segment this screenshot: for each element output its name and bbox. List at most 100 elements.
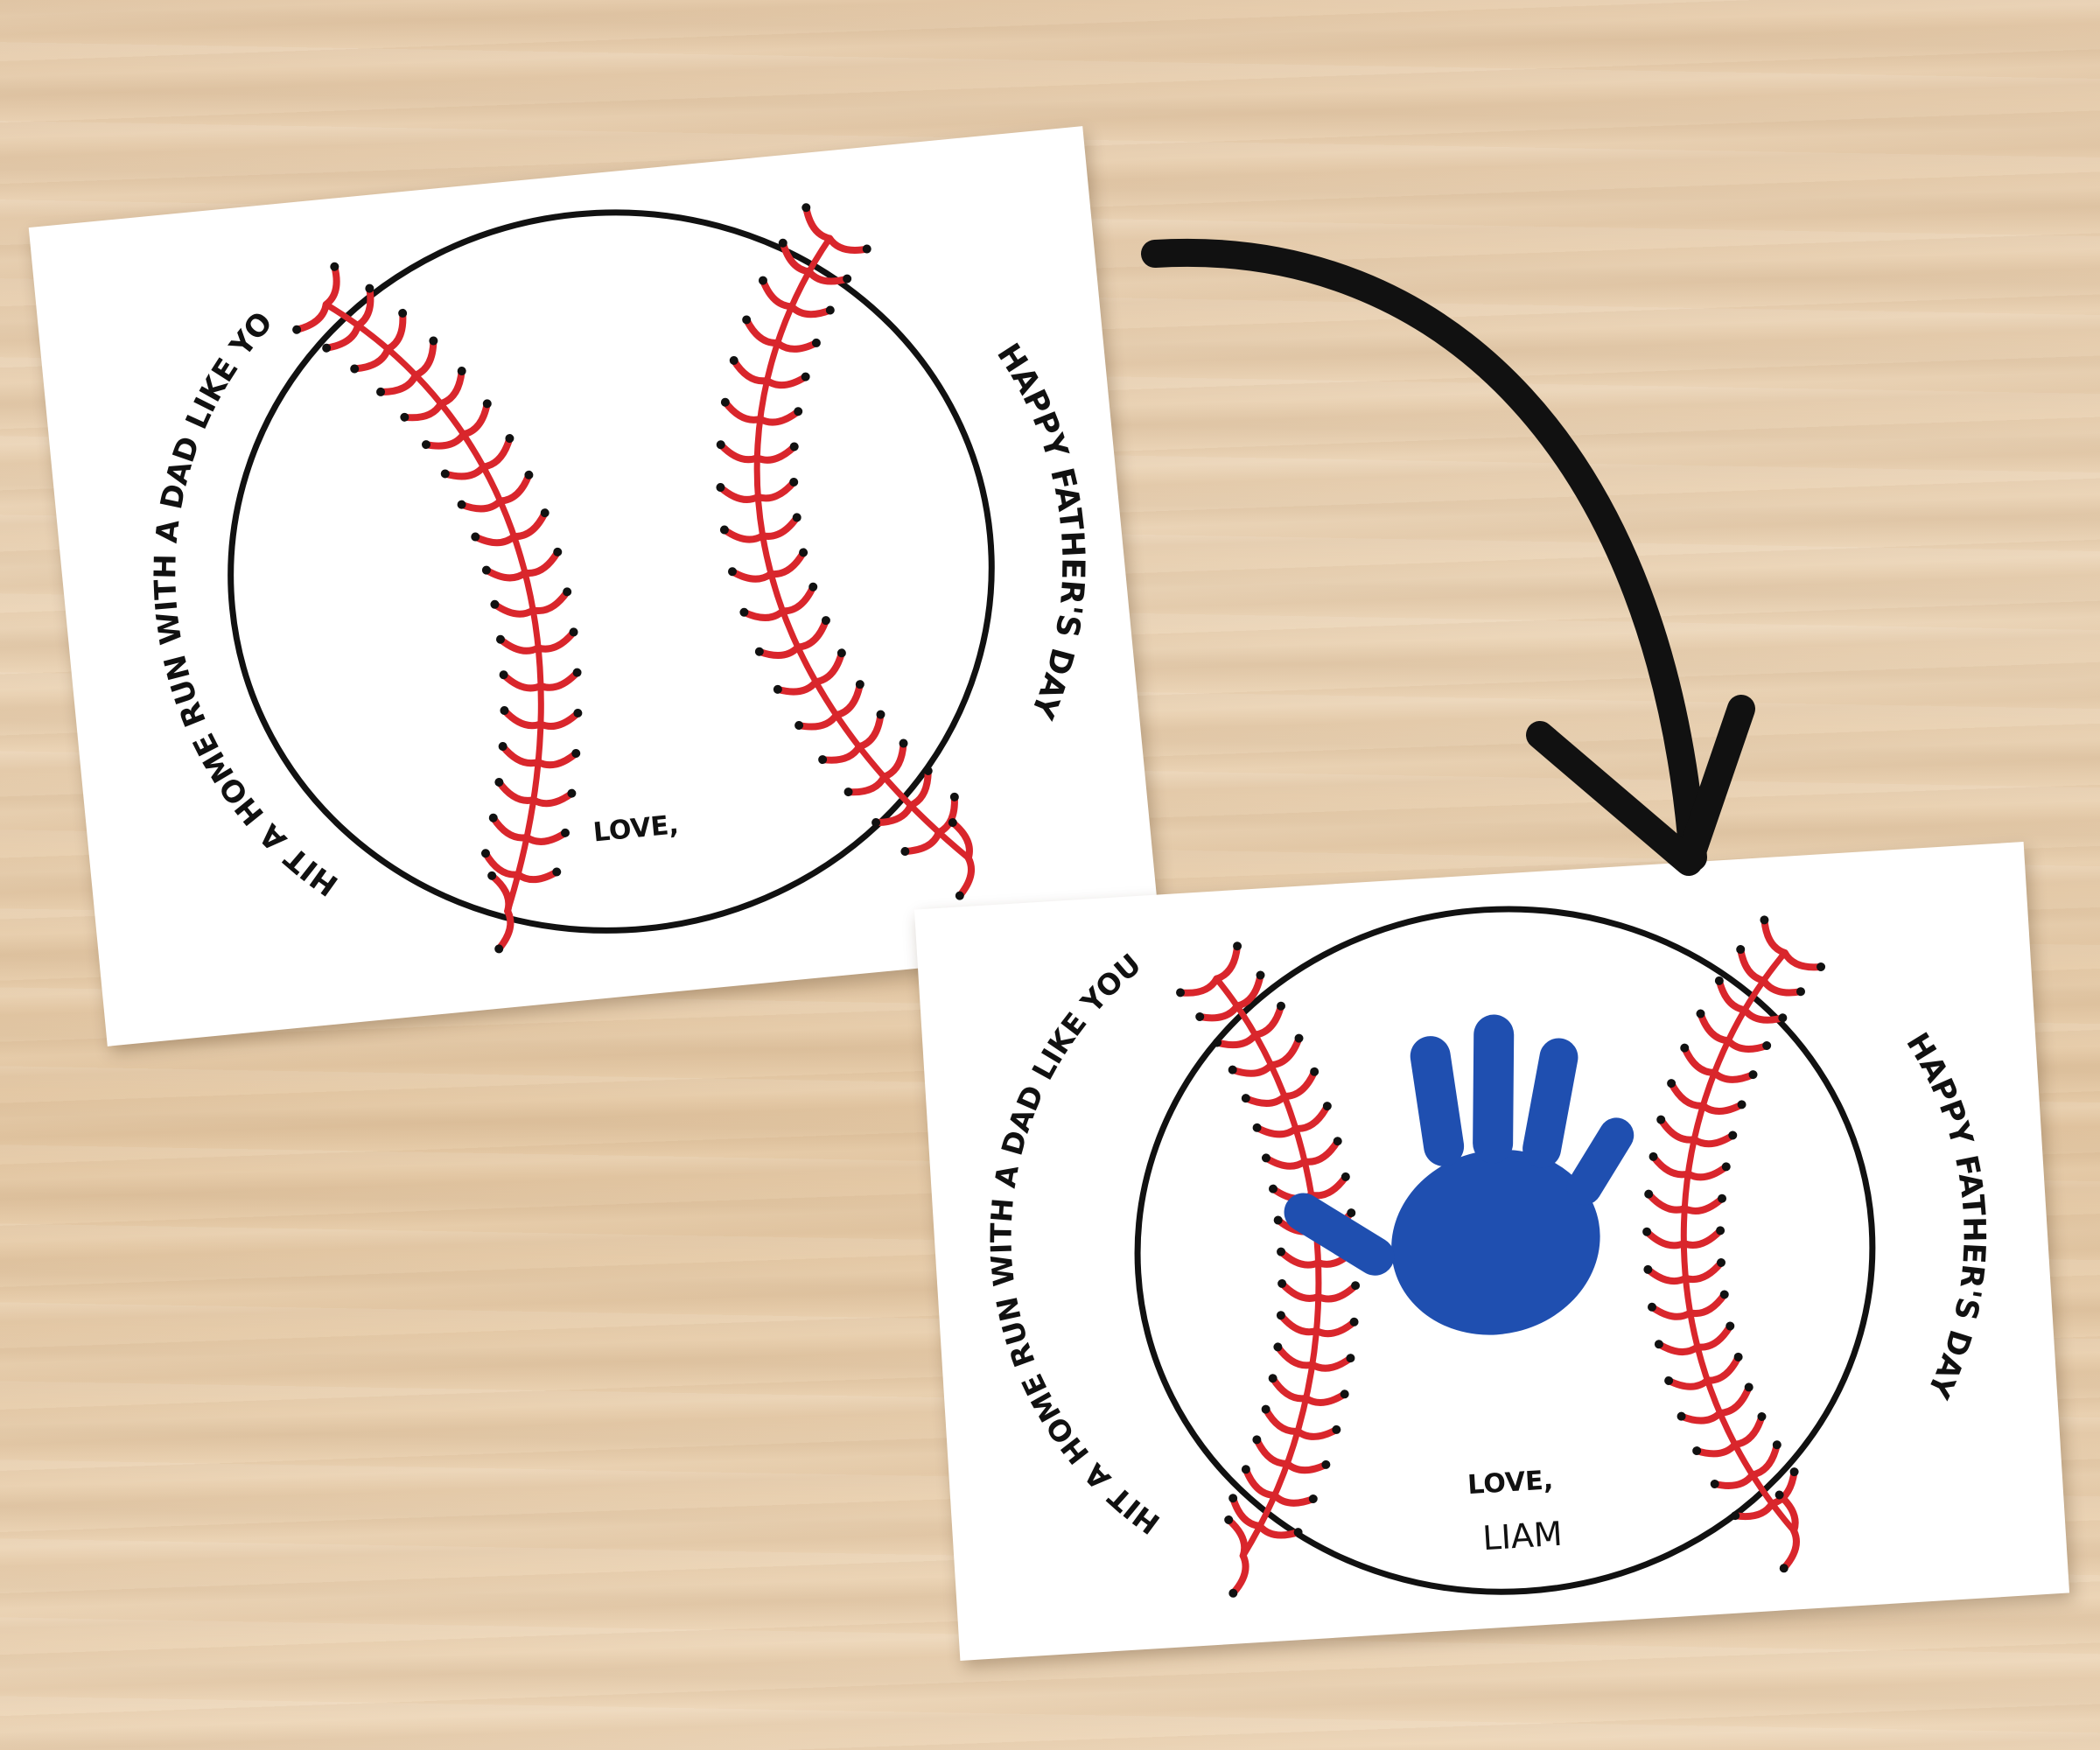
stitch-hole [482,399,492,409]
stitch-hole [505,434,514,444]
stitch-hole [292,325,302,334]
stitch-hole [1789,1467,1799,1477]
stitch-hole [1228,1588,1238,1598]
stitch-hole [1772,1440,1782,1450]
stitch-hole [560,828,570,837]
stitch-hole [1346,1354,1355,1363]
baseball-outline [228,209,995,934]
stitch-hole [563,587,572,597]
handprint [1284,1014,1634,1335]
stitch-hole [1273,1215,1283,1225]
stitch-hole [802,203,811,213]
stitch-hole [567,788,577,798]
stitch-hole [1816,962,1826,971]
stitch-hole [758,276,767,285]
stitch-hole [571,748,581,758]
stitch-hole [350,364,360,374]
stitch-hole [799,548,808,557]
seam-line [324,301,544,913]
stitch-hole [1718,1194,1727,1203]
stitch-hole [400,412,410,422]
stitch-hole [862,244,872,254]
stitch-hole [490,599,500,609]
stitch-hole [1692,1446,1702,1456]
stitch-hole [1233,942,1242,951]
stitch-hole [524,470,534,480]
stitch-hole [1648,1152,1658,1161]
stitch-hole [1228,1065,1237,1074]
stitch-hole [811,338,821,347]
stitch-hole [923,766,933,775]
seam-line [1680,950,1796,1533]
stitch-hole [792,513,802,522]
stitch-hole [1241,1094,1250,1103]
stitch-hole [1322,1102,1332,1111]
stitch-hole [498,742,508,752]
stitch-hole [1241,1465,1250,1474]
stitch-hole [1176,988,1186,998]
stitch-hole [457,367,466,376]
stitch-hole [1717,1257,1726,1267]
right-seam [1642,915,1826,1573]
stitch-hole [1333,1137,1342,1146]
stitch-hole [1273,1342,1283,1352]
stitch-hole [1252,1435,1262,1445]
stitch-hole [494,944,504,954]
love-label: LOVE, [1466,1465,1554,1501]
stitch-hole [1261,1153,1270,1163]
stitch-hole [789,477,799,486]
stitch-hole [1726,1321,1735,1331]
stitch-hole [1796,987,1806,997]
stitch-hole [1644,1189,1654,1199]
stitch-hole [1277,1001,1286,1011]
stitch-hole [801,372,810,382]
stitch-hole [727,567,737,577]
stitch-hole [1779,1564,1788,1573]
stitch-hole [1676,1411,1686,1421]
stitch-hole [376,387,386,396]
stitch-hole [754,647,764,656]
stitch-hole [855,680,864,690]
stitch-hole [1308,1494,1318,1503]
stitch-hole [1748,1070,1758,1080]
stitch-hole [1736,945,1746,955]
stitch-hole [365,284,374,293]
stitch-hole [480,849,490,858]
stitch-hole [1321,1460,1331,1469]
stitch-hole [1762,1040,1772,1050]
stitch-hole [729,355,738,365]
stitch-hole [1340,1172,1350,1181]
stitch-hole [1760,915,1769,925]
stitch-hole [949,792,959,802]
stitch-hole [572,668,582,677]
stitch-hole [844,788,853,797]
stitch-hole [720,397,730,407]
stitch-hole [818,755,828,765]
stitch-hole [808,582,818,592]
stitch-hole [398,308,408,318]
stitch-hole [1252,1123,1262,1132]
stitch-hole [794,720,804,730]
stitch-hole [488,813,498,822]
stitch-hole [872,818,881,828]
stitch-hole [1277,1247,1286,1256]
stitch-hole [1643,1264,1653,1274]
stitch-hole [322,343,332,353]
stitch-hole [1656,1115,1666,1124]
stitch-hole [825,305,835,315]
stitch-hole [494,777,504,787]
stitch-hole [1774,1490,1784,1500]
stitch-hole [1757,1411,1767,1421]
stitch-hole [742,315,752,325]
stitch-hole [948,818,957,828]
left-seam [292,262,583,954]
stitch-hole [500,706,509,716]
stitch-hole [1667,1079,1676,1088]
stitch-hole [457,500,466,509]
stitch-hole [716,483,725,493]
stitch-hole [1293,1528,1303,1537]
stitch-hole [1256,970,1265,980]
stitch-hole [1340,1390,1349,1399]
stitch-hole [1332,1424,1341,1434]
stitch-hole [1294,1033,1304,1043]
